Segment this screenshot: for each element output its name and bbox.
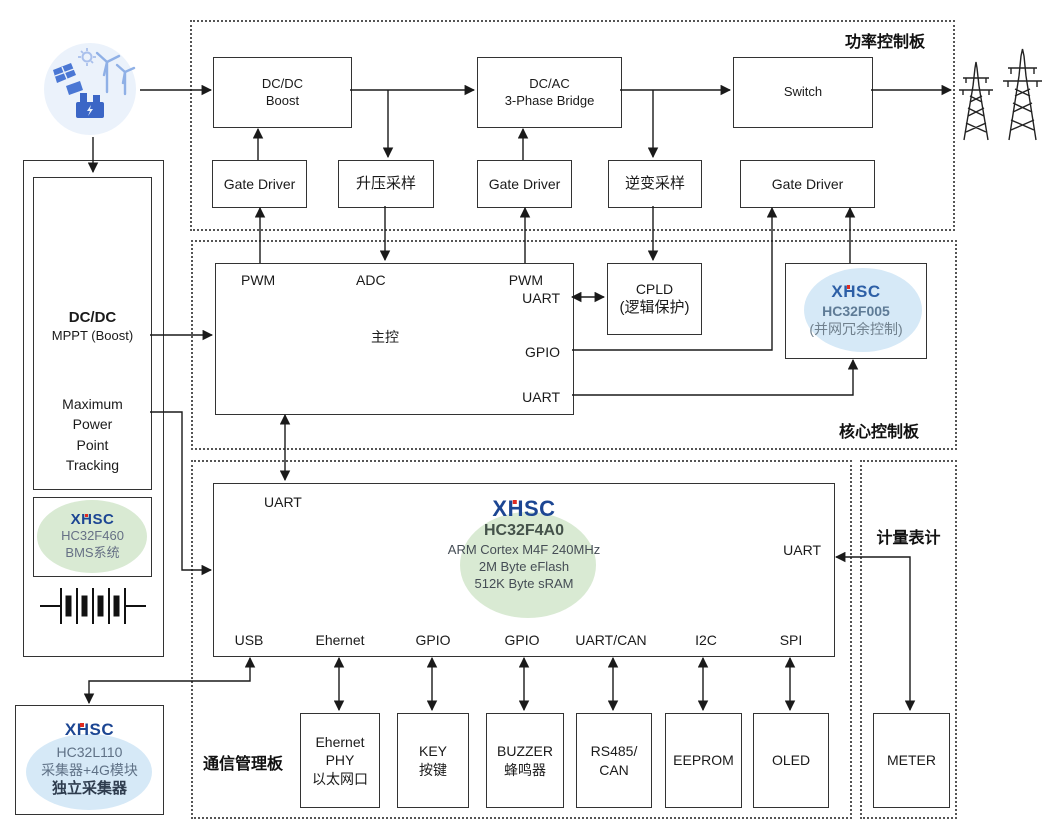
main-controller-title: 主控 bbox=[371, 329, 399, 345]
dcac-bridge-box: DC/AC 3-Phase Bridge bbox=[477, 57, 622, 128]
phy-line1: Ehernet bbox=[315, 734, 365, 751]
power-grid-towers-icon bbox=[956, 44, 1048, 147]
port-gpio-1: GPIO bbox=[415, 632, 451, 648]
port-adc: ADC bbox=[356, 272, 386, 288]
gate-driver-3-box: Gate Driver bbox=[740, 160, 875, 208]
port-uart-bottom: UART bbox=[522, 389, 560, 405]
phy-line3: 以太网口 bbox=[312, 770, 368, 787]
key-line2: 按键 bbox=[419, 761, 447, 778]
oled-label: OLED bbox=[771, 752, 811, 769]
hc32f4a0-mcu-box: UART XHSC HC32F4A0 ARM Cortex M4F 240MHz… bbox=[213, 483, 835, 657]
gate-driver-1-box: Gate Driver bbox=[212, 160, 307, 208]
rs485-line2: CAN bbox=[599, 761, 629, 778]
meter-board-label: 计量表计 bbox=[876, 530, 941, 547]
hc32f460-part: HC32F460 bbox=[61, 528, 124, 544]
key-box: KEY 按键 bbox=[397, 713, 469, 808]
port-ehernet: Ehernet bbox=[315, 632, 365, 648]
cpld-line2: (逻辑保护) bbox=[619, 299, 690, 317]
core-board-label: 核心控制板 bbox=[838, 424, 919, 441]
buzzer-box: BUZZER 蜂鸣器 bbox=[486, 713, 564, 808]
main-controller-box: PWM ADC PWM UART 主控 GPIO UART bbox=[215, 263, 574, 415]
port-usb: USB bbox=[234, 632, 264, 648]
hc32f4a0-spec-3: 512K Byte sRAM bbox=[474, 575, 574, 591]
gate-driver-2-box: Gate Driver bbox=[477, 160, 572, 208]
mcu-title-block: XHSC HC32F4A0 ARM Cortex M4F 240MHz 2M B… bbox=[447, 496, 601, 593]
blue-halo bbox=[26, 734, 152, 810]
green-halo bbox=[460, 512, 596, 618]
meter-label: METER bbox=[887, 752, 936, 769]
hc32f005-part: HC32F005 bbox=[822, 303, 890, 320]
xhsc-logo: XHSC bbox=[492, 496, 556, 521]
port-pwm-right: PWM bbox=[508, 272, 543, 288]
mppt-desc-2: Power bbox=[72, 416, 113, 433]
hc32f4a0-part: HC32F4A0 bbox=[483, 522, 565, 540]
boost-sampling-box: 升压采样 bbox=[338, 160, 434, 208]
blue-halo bbox=[804, 268, 922, 352]
switch-label: Switch bbox=[783, 84, 823, 100]
port-gpio-2: GPIO bbox=[504, 632, 540, 648]
hc32f460-bms-box: XHSC HC32F460 BMS系统 bbox=[33, 497, 152, 577]
hc32f4a0-spec-1: ARM Cortex M4F 240MHz bbox=[447, 541, 601, 557]
boost-sampling-label: 升压采样 bbox=[355, 175, 416, 193]
battery-icon bbox=[38, 578, 148, 639]
gate-driver-3-label: Gate Driver bbox=[771, 175, 844, 192]
xhsc-logo: XHSC bbox=[831, 282, 881, 302]
hc32f4a0-spec-2: 2M Byte eFlash bbox=[478, 558, 570, 574]
rs485-line1: RS485/ bbox=[590, 743, 638, 760]
phy-line2: PHY bbox=[325, 752, 355, 769]
xhsc-logo: XHSC bbox=[70, 510, 115, 528]
mppt-title: DC/DC bbox=[68, 309, 117, 326]
buzzer-line1: BUZZER bbox=[497, 743, 553, 760]
eeprom-label: EEPROM bbox=[673, 752, 734, 769]
port-uart-top: UART bbox=[522, 290, 560, 306]
dcdc-boost-line1: DC/DC bbox=[261, 75, 304, 91]
mppt-title-block: DC/DC MPPT (Boost) bbox=[52, 308, 133, 344]
port-uart-can: UART/CAN bbox=[575, 632, 647, 648]
port-i2c: I2C bbox=[695, 632, 717, 648]
port-gpio: GPIO bbox=[524, 344, 560, 360]
mppt-desc-1: Maximum bbox=[62, 396, 123, 412]
mppt-subtitle: MPPT (Boost) bbox=[51, 327, 134, 343]
cpld-box: CPLD (逻辑保护) bbox=[607, 263, 702, 335]
hc32l110-desc-2: 独立采集器 bbox=[51, 780, 127, 798]
hc32f005-desc: (并网冗余控制) bbox=[809, 321, 903, 338]
port-uart-left: UART bbox=[264, 494, 302, 510]
hc32l110-desc-1: 采集器+4G模块 bbox=[41, 762, 138, 779]
port-uart-right: UART bbox=[783, 542, 821, 558]
inverter-sampling-label: 逆变采样 bbox=[624, 175, 685, 193]
renewable-energy-icon bbox=[43, 42, 137, 141]
hc32f460-desc: BMS系统 bbox=[65, 545, 120, 561]
buzzer-line2: 蜂鸣器 bbox=[504, 761, 546, 778]
rs485-can-box: RS485/ CAN bbox=[576, 713, 652, 808]
port-pwm-left: PWM bbox=[241, 272, 276, 288]
dcac-bridge-line1: DC/AC bbox=[529, 75, 570, 91]
mppt-desc-3: Point bbox=[76, 436, 109, 453]
dcdc-boost-box: DC/DC Boost bbox=[213, 57, 352, 128]
power-board-label: 功率控制板 bbox=[844, 34, 925, 51]
comm-board-label: 通信管理板 bbox=[203, 756, 284, 773]
cpld-line1: CPLD bbox=[635, 281, 674, 298]
green-halo bbox=[37, 500, 147, 573]
hc32l110-part: HC32L110 bbox=[56, 743, 123, 760]
dcdc-boost-line2: Boost bbox=[265, 92, 300, 108]
mppt-desc-block: Maximum Power Point Tracking bbox=[62, 394, 123, 475]
hc32f005-box: XHSC HC32F005 (并网冗余控制) bbox=[785, 263, 927, 359]
port-spi: SPI bbox=[779, 632, 803, 648]
oled-box: OLED bbox=[753, 713, 829, 808]
dcac-bridge-line2: 3-Phase Bridge bbox=[504, 92, 595, 108]
hc32l110-collector-box: XHSC HC32L110 采集器+4G模块 独立采集器 bbox=[15, 705, 164, 815]
gate-driver-2-label: Gate Driver bbox=[488, 175, 561, 192]
switch-box: Switch bbox=[733, 57, 873, 128]
ehernet-phy-box: Ehernet PHY 以太网口 bbox=[300, 713, 380, 808]
eeprom-box: EEPROM bbox=[665, 713, 742, 808]
gate-driver-1-label: Gate Driver bbox=[223, 175, 296, 192]
mppt-desc-4: Tracking bbox=[65, 456, 120, 473]
key-line1: KEY bbox=[418, 743, 447, 760]
meter-box: METER bbox=[873, 713, 950, 808]
xhsc-logo: XHSC bbox=[64, 720, 115, 740]
mppt-box: DC/DC MPPT (Boost) Maximum Power Point T… bbox=[33, 177, 152, 490]
inverter-sampling-box: 逆变采样 bbox=[608, 160, 702, 208]
